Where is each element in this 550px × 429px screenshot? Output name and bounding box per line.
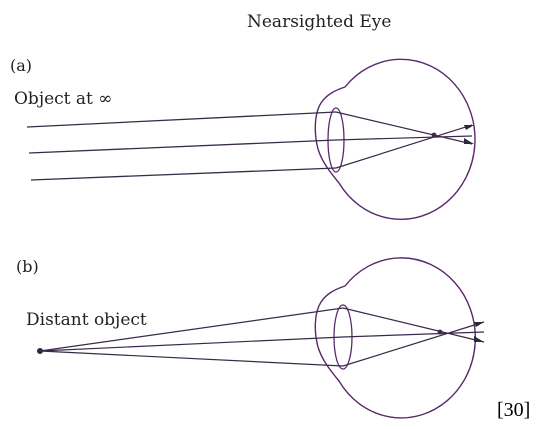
- reference-number: [30]: [497, 400, 530, 420]
- panel-a-label: (a): [10, 58, 32, 74]
- distant-object-label: Distant object: [26, 312, 147, 329]
- arrowhead-b-1: [474, 322, 484, 327]
- ray-a-bottom: [31, 168, 336, 180]
- figure-title: Nearsighted Eye: [247, 14, 391, 31]
- panel-a-diagram: [27, 59, 475, 219]
- eyeball-b: [315, 258, 475, 418]
- object-at-infinity-label: Object at ∞: [14, 91, 112, 108]
- ray-b-bottom: [40, 351, 343, 366]
- ray-a-bottom-inside: [336, 125, 472, 168]
- arrowhead-a-2: [464, 138, 474, 144]
- focal-point-a: [432, 133, 437, 138]
- ray-a-middle: [29, 140, 336, 153]
- panel-b-diagram: [37, 258, 484, 418]
- ray-b-top-inside: [343, 308, 484, 342]
- arrowhead-a-1: [464, 125, 474, 130]
- ray-b-bottom-inside: [343, 322, 484, 366]
- focal-point-b: [438, 330, 443, 335]
- ray-b-middle-inside: [343, 332, 484, 337]
- ray-a-top: [27, 112, 336, 127]
- panel-b-label: (b): [16, 259, 39, 275]
